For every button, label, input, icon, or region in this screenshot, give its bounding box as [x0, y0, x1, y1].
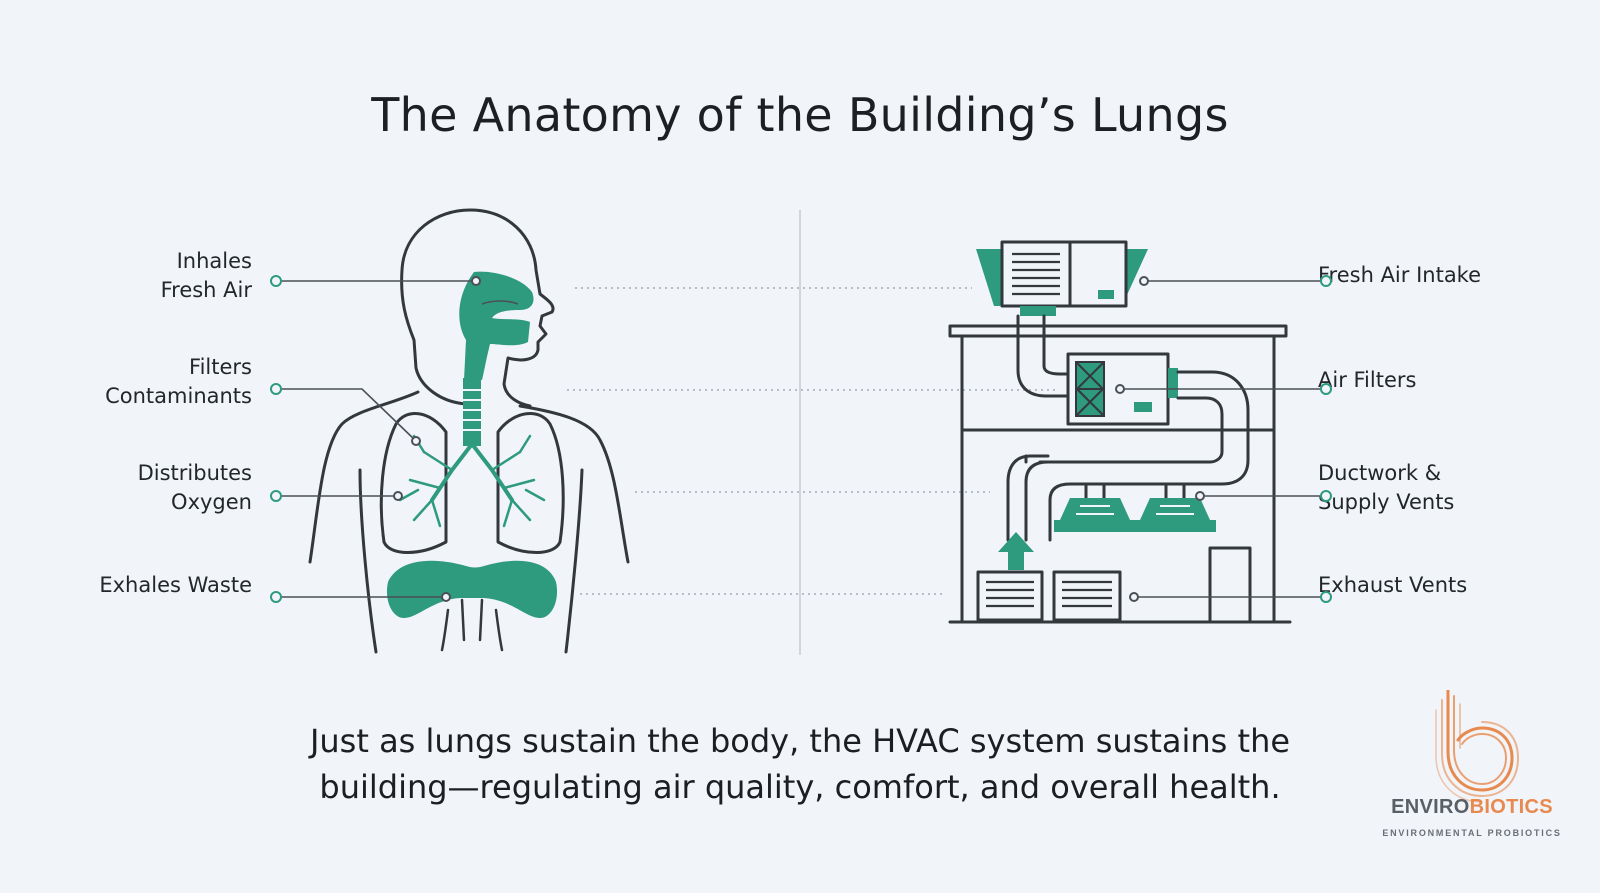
caption-line: building—regulating air quality, comfort… — [319, 768, 1281, 806]
label-line: Fresh Air — [160, 278, 252, 302]
label-filters-contaminants: Filters Contaminants — [105, 353, 252, 411]
label-line: Filters — [189, 355, 252, 379]
human-respiratory-diagram-icon — [308, 208, 630, 654]
label-air-filters: Air Filters — [1318, 366, 1416, 395]
label-line: Exhales Waste — [99, 573, 252, 597]
label-line: Inhales — [176, 249, 252, 273]
brand-name-part1: ENVIRO — [1391, 796, 1470, 818]
dotted-connectors — [567, 287, 1058, 595]
label-exhales-waste: Exhales Waste — [99, 571, 252, 600]
label-inhales-fresh-air: Inhales Fresh Air — [161, 247, 252, 305]
label-line: Fresh Air Intake — [1318, 263, 1482, 287]
brand-name: ENVIROBIOTICS — [1376, 796, 1568, 819]
right-callouts — [1115, 275, 1332, 603]
label-line: Supply Vents — [1318, 490, 1455, 514]
label-line: Oxygen — [171, 490, 252, 514]
label-line: Contaminants — [105, 384, 252, 408]
label-fresh-air-intake: Fresh Air Intake — [1318, 261, 1481, 290]
page-title: The Anatomy of the Building’s Lungs — [371, 88, 1229, 142]
caption-line: Just as lungs sustain the body, the HVAC… — [309, 722, 1291, 760]
label-line: Distributes — [137, 461, 252, 485]
hvac-building-diagram-icon — [948, 240, 1292, 624]
label-line: Exhaust Vents — [1318, 573, 1468, 597]
left-callouts — [270, 275, 481, 603]
label-ductwork-supply-vents: Ductwork & Supply Vents — [1318, 459, 1454, 517]
label-exhaust-vents: Exhaust Vents — [1318, 571, 1467, 600]
label-distributes-oxygen: Distributes Oxygen — [138, 459, 252, 517]
brand-tagline: ENVIRONMENTAL PROBIOTICS — [1382, 828, 1562, 838]
brand-name-part2: BIOTICS — [1469, 796, 1553, 818]
label-line: Air Filters — [1318, 368, 1417, 392]
envirobiotics-logo-icon — [1435, 690, 1520, 803]
caption: Just as lungs sustain the body, the HVAC… — [200, 718, 1400, 810]
label-line: Ductwork & — [1318, 461, 1442, 485]
